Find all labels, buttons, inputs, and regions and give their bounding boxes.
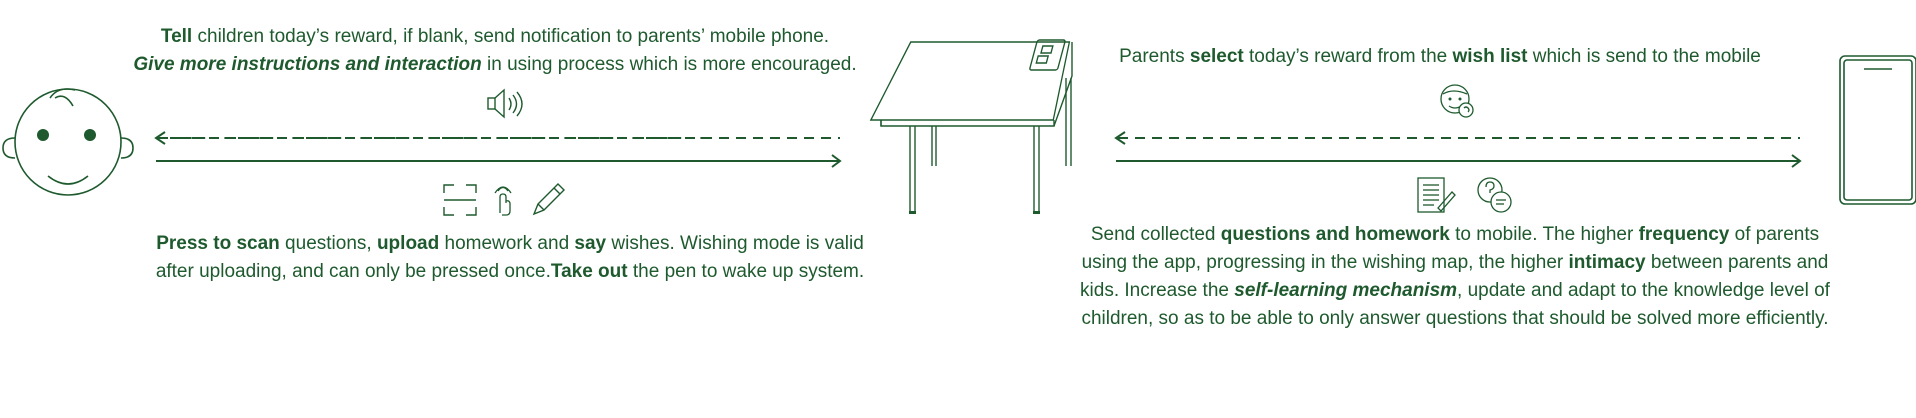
desk-function-text: Press to scan questions, upload homework… <box>100 230 920 286</box>
scan-frame-icon <box>442 183 478 217</box>
mobile-sync-line1: Send collected questions and homework to… <box>1060 221 1850 249</box>
child-flow-arrows <box>150 128 850 178</box>
child-instruction-text: Tell children today’s reward, if blank, … <box>110 23 880 79</box>
mobile-phone-icon <box>1838 52 1916 202</box>
mobile-sync-line3: kids. Increase the self-learning mechani… <box>1060 277 1850 305</box>
desk-top <box>871 42 1070 120</box>
chat-bubbles-icon <box>1474 176 1514 216</box>
desk-function-line1: Press to scan questions, upload homework… <box>100 230 920 258</box>
mobile-sync-line4: children, so as to be able to only answe… <box>1060 305 1850 333</box>
hand-touch-icon <box>492 183 514 217</box>
child-instruction-line1: Tell children today’s reward, if blank, … <box>110 23 880 51</box>
pen-icon <box>530 180 566 218</box>
desk-function-line2: after uploading, and can only be pressed… <box>100 258 920 286</box>
desk-icon <box>878 38 1078 218</box>
child-instruction-line2: Give more instructions and interaction i… <box>110 51 880 79</box>
parent-select-line1: Parents select today’s reward from the w… <box>1090 43 1790 71</box>
speaker-icon <box>486 88 530 120</box>
mobile-sync-text: Send collected questions and homework to… <box>1060 221 1850 333</box>
parent-face-icon <box>1438 82 1480 122</box>
parent-flow-arrows <box>1110 128 1810 178</box>
mobile-sync-line2: using the app, progressing in the wishin… <box>1060 249 1850 277</box>
child-face-icon <box>0 80 140 210</box>
document-icon <box>1416 176 1456 216</box>
parent-select-text: Parents select today’s reward from the w… <box>1090 43 1790 71</box>
